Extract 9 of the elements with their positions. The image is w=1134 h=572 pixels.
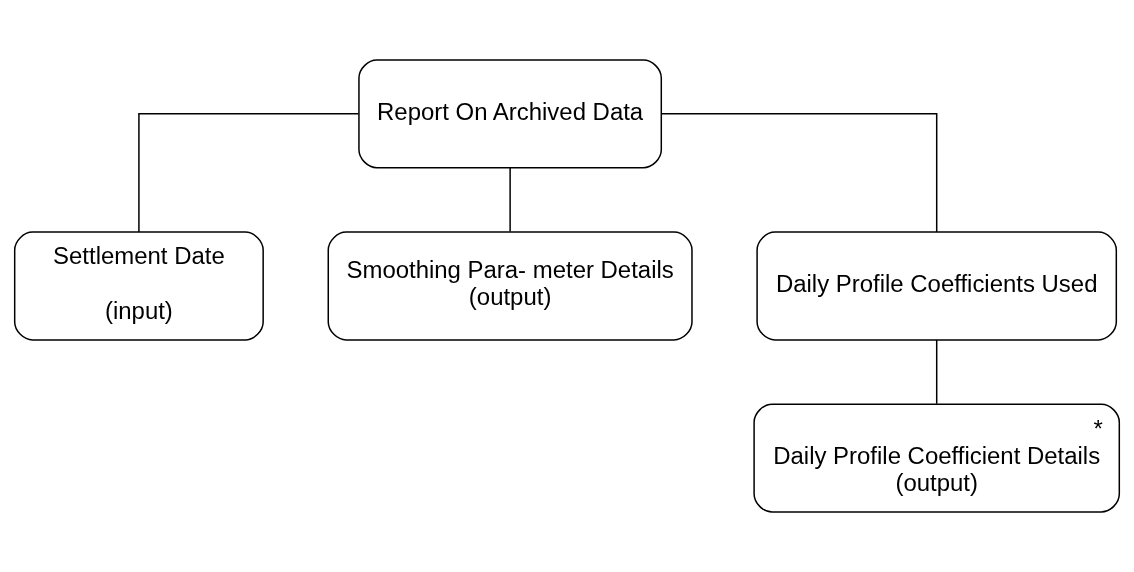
node-box: Smoothing Para- meter Details (output) <box>327 231 693 341</box>
node-box: Settlement Date (input) <box>13 231 264 341</box>
connector <box>660 113 938 233</box>
connector <box>509 167 511 233</box>
node-box: Daily Profile Coefficients Used <box>756 231 1118 341</box>
connector <box>138 113 360 233</box>
connector <box>935 339 938 405</box>
node-box: Report On Archived Data <box>358 59 663 169</box>
node-box: * Daily Profile Coefficient Details (output) <box>753 403 1121 513</box>
